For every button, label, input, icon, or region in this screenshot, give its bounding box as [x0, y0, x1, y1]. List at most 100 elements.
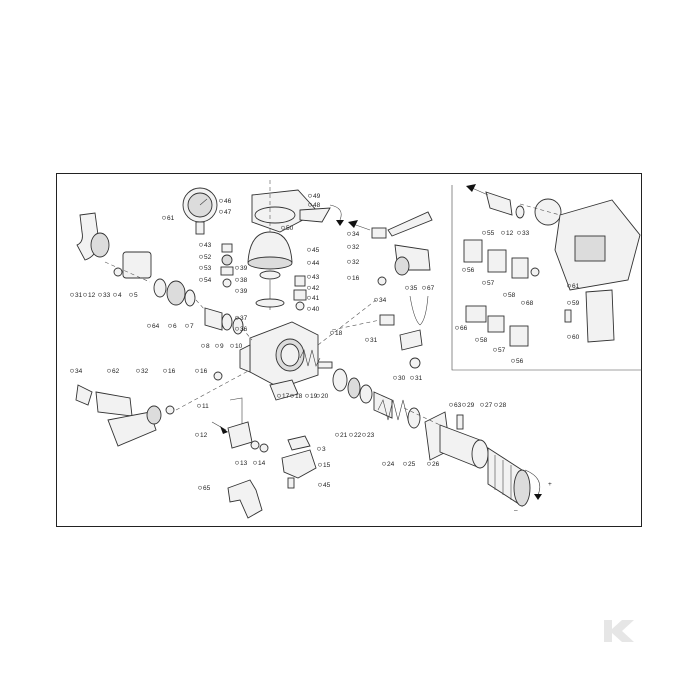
part-number-label: 62: [112, 368, 120, 375]
part-number-label: 45: [312, 247, 320, 254]
label-marker: [330, 330, 334, 335]
label-marker: [403, 461, 407, 466]
label-marker: [107, 368, 111, 373]
label-marker: [494, 402, 498, 407]
label-marker: [347, 259, 351, 264]
part-number-label: 54: [204, 277, 212, 284]
part-number-label: 10: [235, 343, 243, 350]
pressure-gauge: [182, 187, 218, 235]
label-marker: [462, 267, 466, 272]
label-marker: [567, 283, 571, 288]
inset-assembly: [463, 191, 641, 347]
part-number-label: 4: [118, 292, 122, 299]
label-marker: [199, 254, 203, 259]
label-marker: [511, 358, 515, 363]
part-number-label: 16: [168, 368, 176, 375]
label-marker: [480, 402, 484, 407]
part-number-label: 22: [354, 432, 362, 439]
part-number-label: 23: [367, 432, 375, 439]
label-marker: [199, 242, 203, 247]
part-number-label: 67: [427, 285, 435, 292]
label-marker: [482, 280, 486, 285]
part-number-label: 20: [321, 393, 329, 400]
label-marker: [70, 292, 74, 297]
part-number-label: 59: [572, 300, 580, 307]
part-number-label: 8: [206, 343, 210, 350]
label-marker: [393, 375, 397, 380]
label-marker: [219, 198, 223, 203]
part-number-label: 47: [224, 209, 232, 216]
brand-logo-icon: [604, 620, 634, 642]
part-number-label: 14: [258, 460, 266, 467]
label-marker: [449, 402, 453, 407]
control-valve-top: [251, 189, 331, 233]
part-number-label: 26: [432, 461, 440, 468]
label-marker: [219, 209, 223, 214]
part-number-label: 18: [335, 330, 343, 337]
part-number-label: 68: [526, 300, 534, 307]
label-marker: [235, 315, 239, 320]
label-marker: [253, 460, 257, 465]
label-marker: [70, 368, 74, 373]
lower-elbow: [227, 479, 263, 519]
label-marker: [382, 461, 386, 466]
label-marker: [235, 265, 239, 270]
part-number-label: 28: [499, 402, 507, 409]
outlet-fitting: [281, 435, 317, 489]
part-number-label: 32: [352, 244, 360, 251]
label-marker: [422, 285, 426, 290]
part-number-label: 35: [410, 285, 418, 292]
part-number-label: 49: [313, 193, 321, 200]
part-number-label: 29: [467, 402, 475, 409]
label-marker: [410, 375, 414, 380]
label-marker: [503, 292, 507, 297]
label-marker: [277, 393, 281, 398]
part-number-label: 45: [323, 482, 331, 489]
part-number-label: 57: [487, 280, 495, 287]
label-marker: [347, 244, 351, 249]
part-number-label: 5: [134, 292, 138, 299]
part-number-label: 7: [190, 323, 194, 330]
part-number-label: 50: [286, 225, 294, 232]
part-number-label: 66: [460, 325, 468, 332]
part-number-label: 12: [88, 292, 96, 299]
label-marker: [374, 297, 378, 302]
label-marker: [136, 368, 140, 373]
label-marker: [195, 432, 199, 437]
label-marker: [199, 265, 203, 270]
part-number-label: 21: [340, 432, 348, 439]
part-number-label: 61: [572, 283, 580, 290]
part-number-label: 31: [75, 292, 83, 299]
label-marker: [475, 337, 479, 342]
label-marker: [308, 202, 312, 207]
label-marker: [197, 403, 201, 408]
label-marker: [215, 343, 219, 348]
part-number-label: 60: [572, 334, 580, 341]
part-number-label: 53: [204, 265, 212, 272]
part-number-label: 27: [485, 402, 493, 409]
label-marker: [307, 260, 311, 265]
label-marker: [235, 460, 239, 465]
label-marker: [493, 347, 497, 352]
part-number-label: 3: [322, 446, 326, 453]
label-marker: [305, 393, 309, 398]
part-number-label: 58: [480, 337, 488, 344]
label-marker: [517, 230, 521, 235]
part-number-label: 39: [240, 265, 248, 272]
label-marker: [501, 230, 505, 235]
label-marker: [521, 300, 525, 305]
part-number-label: 64: [152, 323, 160, 330]
curved-arrow-icon: [329, 204, 344, 226]
small-valve-parts: [220, 243, 307, 311]
part-number-label: 57: [498, 347, 506, 354]
part-number-label: 32: [141, 368, 149, 375]
flow-arrow-icon: [466, 184, 489, 196]
part-number-label: 46: [224, 198, 232, 205]
label-marker: [462, 402, 466, 407]
part-number-label: 36: [240, 326, 248, 333]
label-marker: [147, 323, 151, 328]
part-number-label: 6: [173, 323, 177, 330]
part-number-label: 9: [220, 343, 224, 350]
